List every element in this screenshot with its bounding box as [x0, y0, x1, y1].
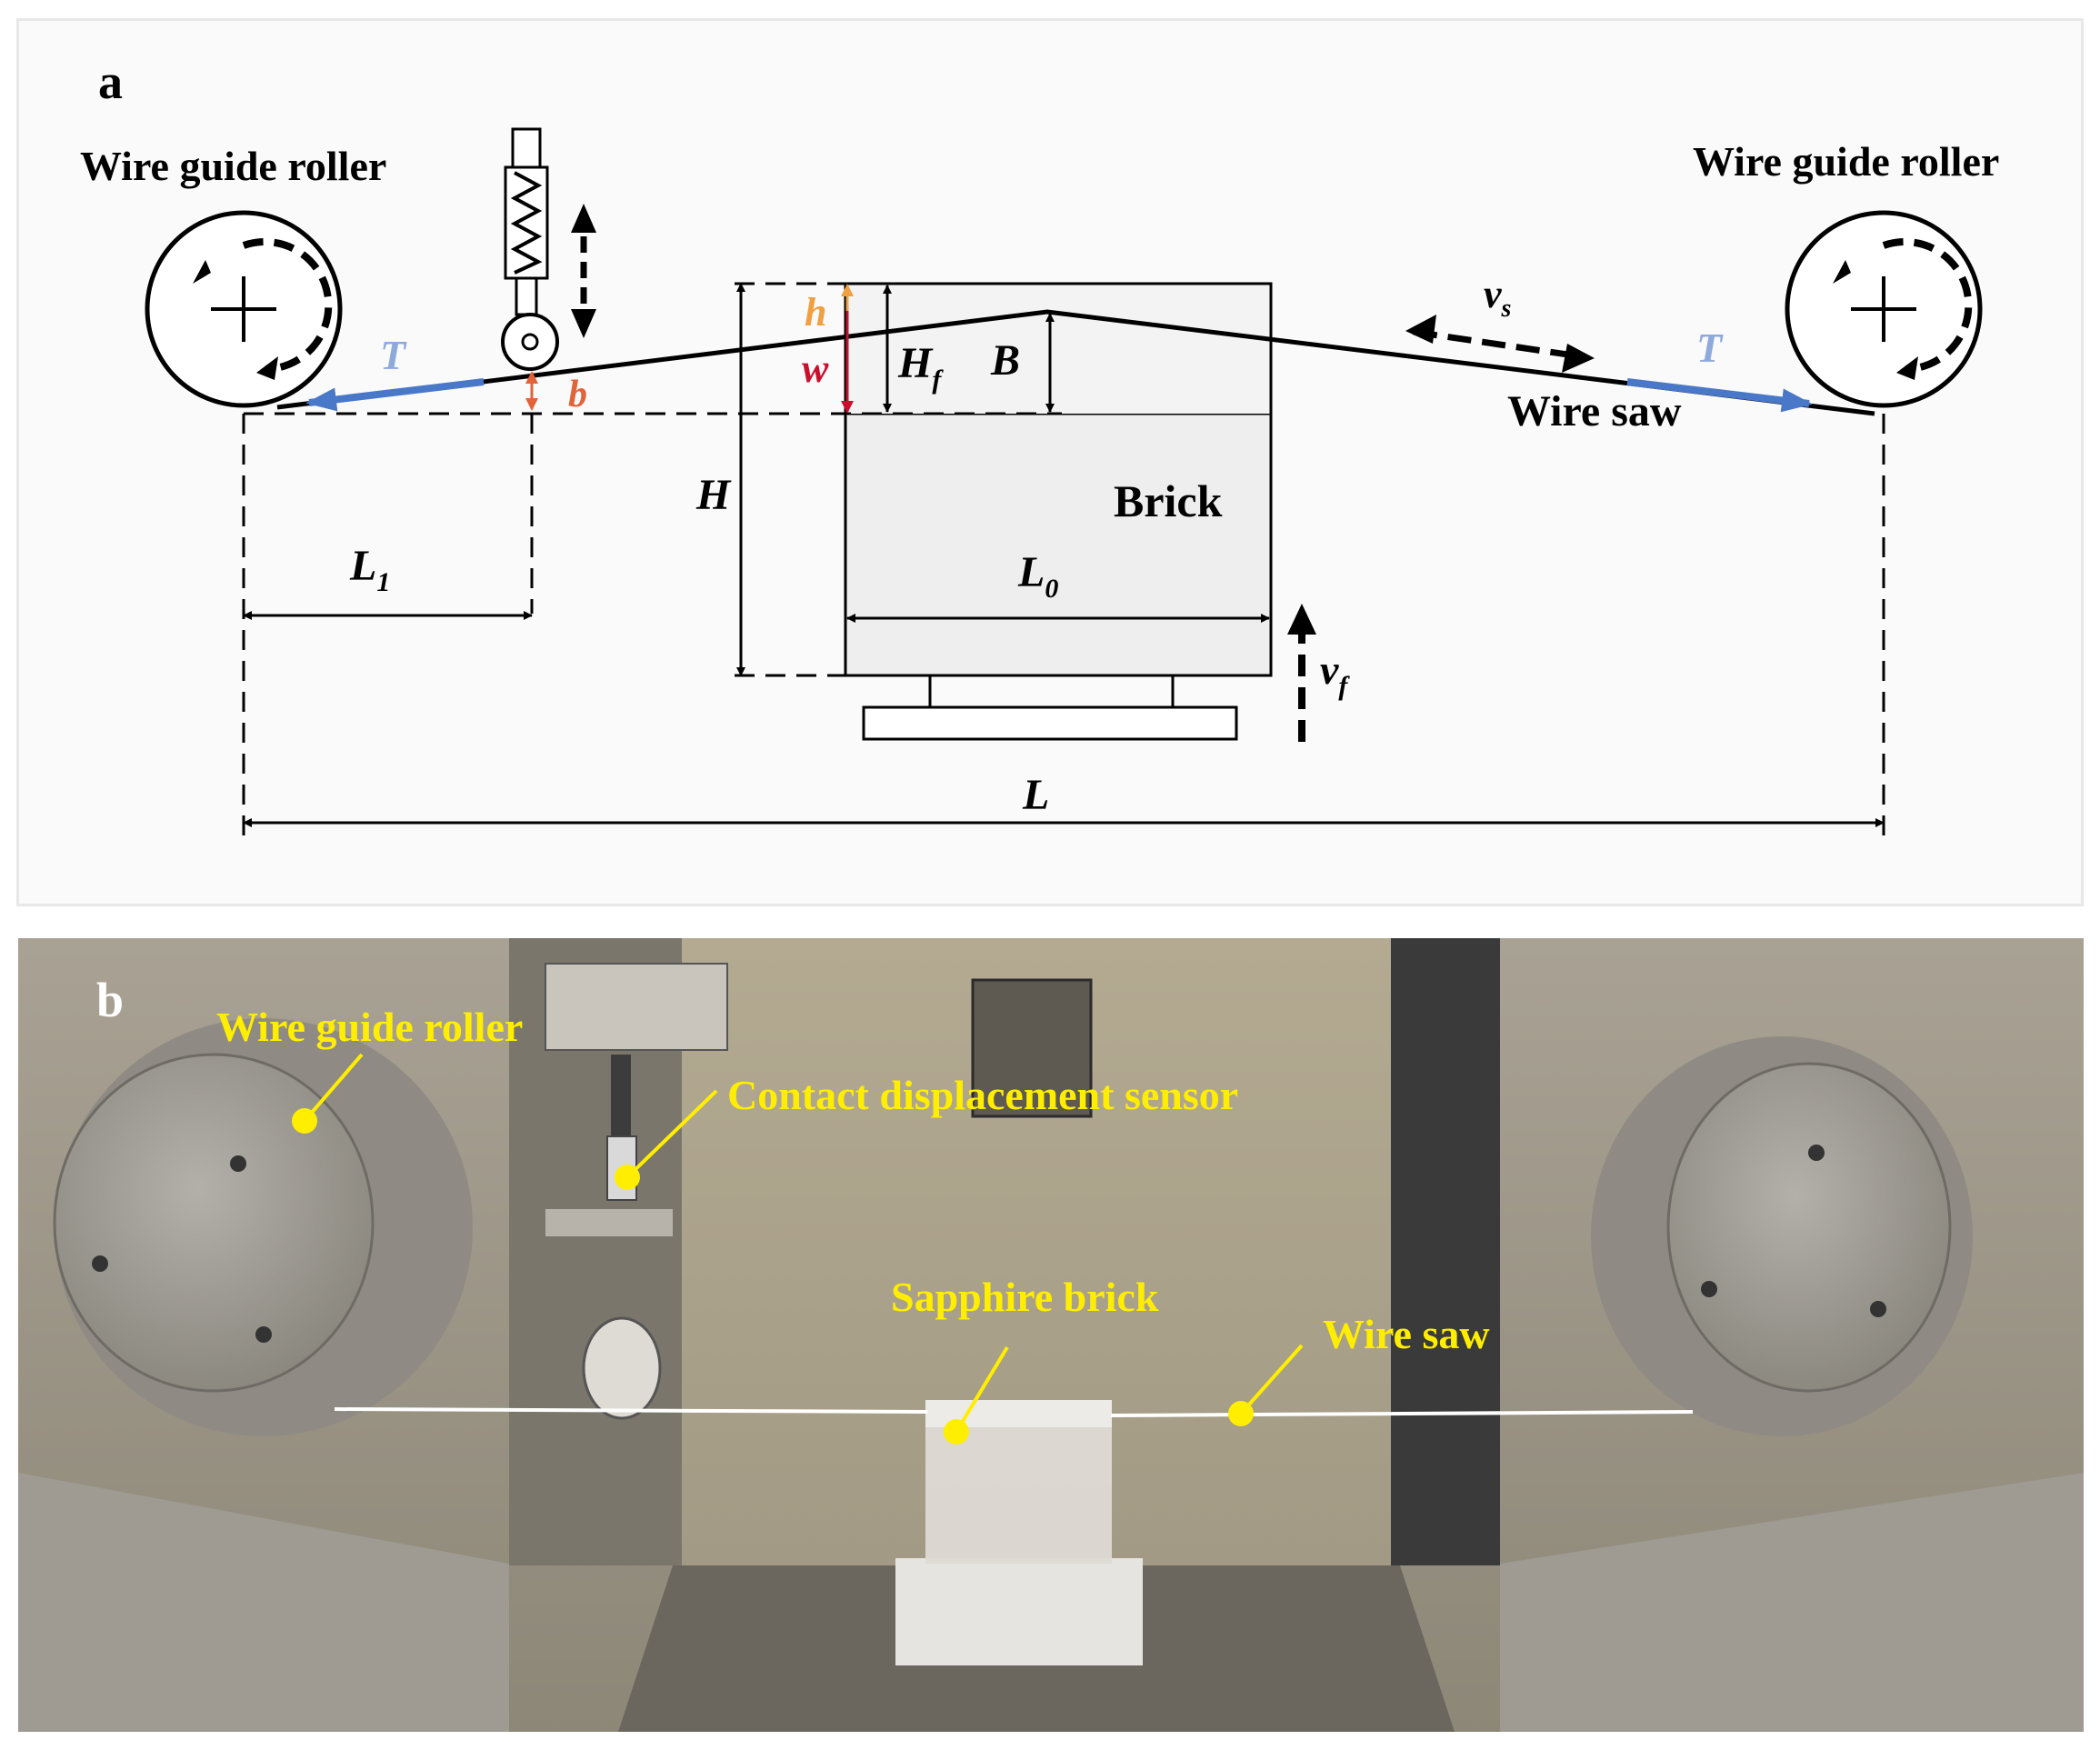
- right-base-slope: [1500, 1473, 2084, 1732]
- feed-velocity-label: vf: [1320, 646, 1350, 701]
- wire-velocity-head-right: [1562, 344, 1595, 373]
- tension-arrow-right: [1626, 378, 1813, 413]
- w-label: w: [802, 346, 829, 391]
- wire-velocity-head-left: [1405, 315, 1436, 344]
- sensor-leader-line: [625, 1089, 718, 1179]
- brick-cut-zone: [845, 284, 1271, 414]
- brick-stand-base: [862, 705, 1238, 741]
- tension-label-left: T: [380, 332, 407, 378]
- photo-right-roller: [1666, 1062, 1952, 1393]
- wire-marker-dot: [1228, 1401, 1254, 1426]
- photo-wire-right: [1110, 1410, 1694, 1417]
- roller-marker-dot: [292, 1108, 317, 1134]
- b-label: b: [568, 374, 587, 415]
- photo-left-roller: [53, 1053, 375, 1393]
- brick-leader-line: [955, 1345, 1009, 1434]
- roller-leader-line: [303, 1053, 364, 1123]
- H-label: H: [695, 471, 732, 519]
- contact-displacement-sensor: [501, 127, 559, 371]
- photo-sensor-rod: [611, 1055, 631, 1136]
- feed-velocity-head: [1287, 604, 1316, 635]
- right-machine-gap: [1391, 938, 1500, 1565]
- wire-velocity-arrow: [1413, 328, 1587, 361]
- right-wire-guide-roller: [1785, 210, 1983, 408]
- left-wire-guide-roller: [145, 210, 343, 408]
- tension-arrow-left: [305, 378, 485, 412]
- right-roller-label: Wire guide roller: [1693, 138, 1999, 185]
- left-base-slope: [18, 1473, 509, 1732]
- wire-velocity-label: vs: [1484, 272, 1512, 323]
- photo-brick-stand: [895, 1558, 1143, 1665]
- photo-roller-label: Wire guide roller: [216, 1004, 523, 1050]
- brick-label: Brick: [1114, 475, 1223, 526]
- left-roller-label: Wire guide roller: [80, 143, 386, 189]
- sensor-marker-dot: [615, 1165, 640, 1190]
- back-wall-bracket: [971, 978, 1093, 1118]
- photo-brick-label: Sapphire brick: [891, 1274, 1159, 1320]
- sensor-mount-block: [545, 963, 728, 1051]
- L-label: L: [1022, 771, 1049, 819]
- brick-marker-dot: [944, 1419, 969, 1445]
- L1-label: L1: [349, 542, 390, 597]
- photo-sensor-wheel: [582, 1316, 662, 1420]
- sensor-motion-head-up: [571, 204, 596, 233]
- right-roller-rotation-arrow: [1882, 238, 1973, 373]
- wire-saw-label: Wire saw: [1507, 387, 1682, 435]
- h-label: h: [805, 290, 826, 335]
- Hf-label: Hf: [897, 339, 944, 395]
- panel-a-letter: a: [98, 55, 123, 109]
- sensor-motion-head-down: [571, 309, 596, 338]
- brick-body: [844, 412, 1273, 677]
- photo-sensor-clamp: [545, 1209, 673, 1236]
- photo-sensor-label: Contact displacement sensor: [727, 1072, 1238, 1118]
- tension-label-right: T: [1696, 325, 1724, 371]
- panel-b-letter: b: [96, 973, 124, 1027]
- photo-wire-left: [334, 1407, 928, 1414]
- L0-label: L0: [1017, 548, 1058, 604]
- wire-leader-line: [1239, 1344, 1304, 1415]
- panel-b-photo: b Wire guide roller Contact displacement…: [18, 938, 2084, 1732]
- brick-top-outline: [844, 282, 1273, 414]
- B-label: B: [990, 336, 1020, 385]
- panel-a-diagram: a Brick Wire guide roller: [80, 55, 1999, 836]
- left-roller-rotation-arrow: [242, 238, 333, 373]
- photo-wire-label: Wire saw: [1323, 1311, 1490, 1357]
